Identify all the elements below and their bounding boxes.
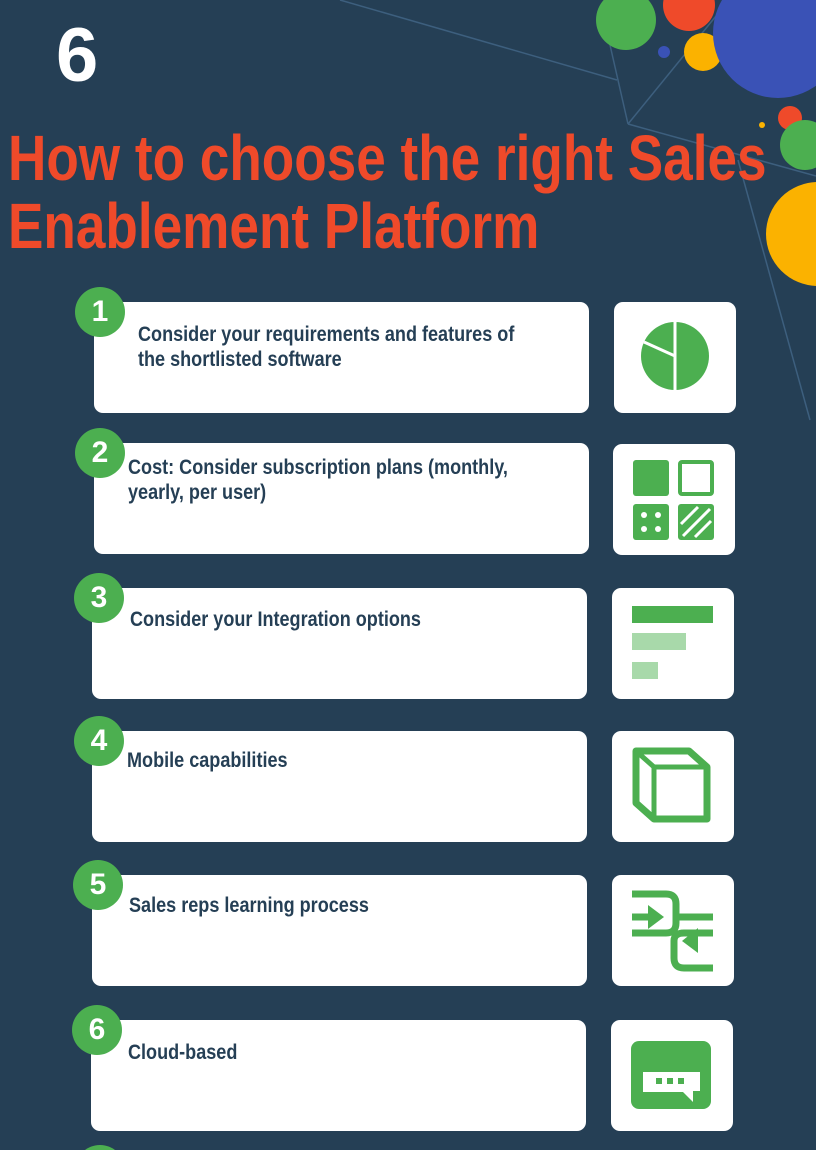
decor-circle (713, 0, 816, 98)
merge-arrows-icon (612, 875, 734, 986)
network-line (339, 0, 618, 81)
decor-circle (596, 0, 656, 50)
grid-tiles-icon (613, 444, 735, 555)
step-card (92, 875, 587, 986)
pie-chart-icon (614, 302, 736, 413)
network-line (609, 44, 629, 125)
title-line: How to choose the right Sales (8, 122, 767, 194)
step-text-line: yearly, per user) (128, 481, 267, 504)
decor-circle (684, 33, 722, 71)
cube-icon (612, 731, 734, 842)
step-badge: 1 (75, 287, 125, 337)
network-line (627, 4, 726, 125)
page-title: How to choose the right Sales Enablement… (8, 124, 767, 260)
step-card (94, 302, 589, 413)
decor-circle (780, 120, 816, 170)
section-number: 6 (56, 13, 99, 98)
step-text: Consider your requirements and features … (138, 322, 568, 372)
step-badge: 6 (72, 1005, 122, 1055)
step-text: Mobile capabilities (127, 749, 288, 772)
bar-list-icon (612, 588, 734, 699)
step-badge: 2 (75, 428, 125, 478)
step-text-line: Cost: Consider subscription plans (month… (128, 456, 508, 479)
step-card (94, 443, 589, 554)
network-line (627, 123, 816, 177)
step-card (92, 588, 587, 699)
decor-circle (658, 46, 670, 58)
chat-bubble-icon (611, 1020, 733, 1131)
decor-circle (766, 182, 816, 286)
step-text: Cloud-based (128, 1041, 238, 1064)
step-text: Consider your Integration options (130, 608, 421, 631)
step-text: Sales reps learning process (129, 894, 369, 917)
decor-circle (663, 0, 715, 31)
step-text: Cost: Consider subscription plans (month… (128, 455, 558, 505)
decor-circle (759, 122, 765, 128)
network-line (737, 159, 811, 421)
step-badge: 5 (73, 860, 123, 910)
step-text-line: Consider your requirements and features … (138, 323, 515, 346)
step-badge: 3 (74, 573, 124, 623)
step-badge-partial (85, 1145, 115, 1150)
step-text-line: the shortlisted software (138, 348, 342, 371)
step-card (91, 1020, 586, 1131)
step-badge: 4 (74, 716, 124, 766)
step-card (92, 731, 587, 842)
title-line: Enablement Platform (8, 190, 540, 262)
